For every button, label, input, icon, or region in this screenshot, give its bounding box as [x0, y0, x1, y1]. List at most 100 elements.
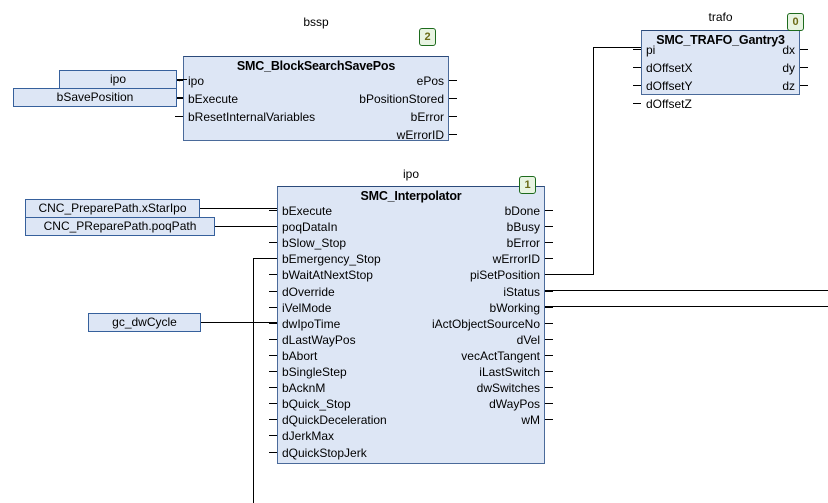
input-pin-bssp-ipo[interactable]: ipo	[188, 74, 205, 88]
output-pin-ipo-ilastswitch[interactable]: iLastSwitch	[479, 365, 540, 379]
input-pin-ipo-babort[interactable]: bAbort	[282, 348, 318, 363]
connection-wire	[269, 242, 277, 243]
output-pin-bssp-berror[interactable]: bError	[410, 110, 444, 124]
output-pin-ipo-dwswitches[interactable]: dwSwitches	[476, 381, 540, 396]
connection-wire	[449, 80, 457, 81]
connection-wire	[269, 274, 277, 275]
connection-wire	[177, 79, 183, 80]
connection-wire	[449, 116, 457, 117]
output-pin-ipo-vecacttangent[interactable]: vecActTangent	[461, 348, 540, 363]
connection-wire	[545, 291, 553, 292]
input-pin-trafo-doffsety[interactable]: dOffsetY	[646, 79, 693, 93]
output-pin-ipo-werrorid[interactable]: wErrorID	[492, 252, 540, 267]
connection-wire	[269, 210, 277, 211]
variable-box-ipo[interactable]: ipo	[59, 70, 177, 89]
input-pin-ipo-backnm[interactable]: bAcknM	[282, 381, 326, 396]
input-pin-ipo-dwipotime[interactable]: dwIpoTime	[282, 316, 341, 331]
connection-wire	[545, 226, 553, 227]
output-pin-bssp-werrorid[interactable]: wErrorID	[396, 128, 444, 142]
input-pin-ipo-bslow_stop[interactable]: bSlow_Stop	[282, 236, 347, 251]
connection-wire	[545, 419, 553, 420]
output-pin-bssp-epos[interactable]: ePos	[416, 74, 444, 88]
output-pin-trafo-dz[interactable]: dz	[782, 79, 795, 93]
output-pin-ipo-istatus[interactable]: iStatus	[503, 284, 540, 299]
connection-wire	[269, 291, 277, 292]
connection-wire	[269, 323, 277, 324]
input-pin-bssp-bresetinternalvariables[interactable]: bResetInternalVariables	[188, 110, 316, 124]
input-pin-ipo-dquickstopjerk[interactable]: dQuickStopJerk	[282, 445, 367, 460]
connection-wire	[269, 403, 277, 404]
connection-wire	[593, 47, 594, 275]
output-pin-ipo-berror[interactable]: bError	[506, 236, 540, 251]
connection-wire	[800, 67, 808, 68]
output-pin-ipo-iactobjectsourceno[interactable]: iActObjectSourceNo	[431, 316, 540, 331]
connection-wire	[633, 49, 641, 50]
connection-wire	[269, 355, 277, 356]
connection-wire	[269, 307, 277, 308]
input-pin-ipo-dquickdeceleration[interactable]: dQuickDeceleration	[282, 413, 387, 428]
connection-wire	[269, 339, 277, 340]
variable-box-bsaveposition[interactable]: bSavePosition	[13, 88, 177, 107]
block-instance-name-trafo: trafo	[708, 10, 733, 24]
connection-wire	[545, 210, 553, 211]
variable-box-gcdwcycle[interactable]: gc_dwCycle	[88, 313, 201, 332]
connection-wire	[545, 371, 553, 372]
input-pin-trafo-doffsetx[interactable]: dOffsetX	[646, 61, 693, 75]
execution-order-badge-ipo[interactable]: 1	[519, 176, 536, 194]
connection-wire	[269, 371, 277, 372]
connection-wire	[449, 134, 457, 135]
input-pin-ipo-bexecute[interactable]: bExecute	[282, 204, 333, 218]
output-pin-ipo-bdone[interactable]: bDone	[504, 204, 540, 218]
connection-wire	[545, 339, 553, 340]
connection-wire	[800, 85, 808, 86]
input-pin-ipo-bemergency_stop[interactable]: bEmergency_Stop	[282, 252, 381, 267]
output-pin-trafo-dy[interactable]: dy	[782, 61, 795, 75]
output-pin-ipo-bworking[interactable]: bWorking	[489, 300, 540, 315]
output-pin-bssp-bpositionstored[interactable]: bPositionStored	[359, 92, 444, 106]
connection-wire	[633, 67, 641, 68]
connection-wire	[175, 116, 183, 117]
input-pin-ipo-dlastwaypos[interactable]: dLastWayPos	[282, 332, 356, 347]
execution-order-badge-trafo[interactable]: 0	[787, 13, 804, 31]
connection-wire	[633, 103, 641, 104]
connection-wire	[545, 387, 553, 388]
connection-wire	[269, 452, 277, 453]
connection-wire	[175, 80, 183, 81]
block-type-name-bssp: SMC_BlockSearchSavePos	[236, 59, 396, 73]
input-pin-ipo-doverride[interactable]: dOverride	[282, 284, 335, 299]
block-instance-name-bssp: bssp	[303, 15, 329, 29]
connection-wire	[545, 290, 828, 291]
connection-wire	[253, 258, 277, 259]
connection-wire	[449, 98, 457, 99]
connection-wire	[545, 307, 553, 308]
input-pin-ipo-ivelmode[interactable]: iVelMode	[282, 300, 332, 315]
output-pin-trafo-dx[interactable]: dx	[782, 43, 795, 57]
block-type-name-ipo: SMC_Interpolator	[360, 189, 462, 203]
connection-wire	[633, 85, 641, 86]
input-pin-ipo-poqdatain[interactable]: poqDataIn	[282, 220, 338, 235]
input-pin-trafo-doffsetz[interactable]: dOffsetZ	[646, 97, 692, 111]
output-pin-ipo-dwaypos[interactable]: dWayPos	[489, 397, 540, 412]
input-pin-ipo-bwaitatnextstop[interactable]: bWaitAtNextStop	[282, 268, 373, 283]
connection-wire	[215, 226, 277, 227]
output-pin-ipo-dvel[interactable]: dVel	[516, 332, 540, 347]
output-pin-ipo-pisetposition[interactable]: piSetPosition	[469, 268, 540, 283]
input-pin-trafo-pi[interactable]: pi	[646, 43, 656, 57]
output-pin-ipo-bbusy[interactable]: bBusy	[506, 220, 540, 235]
execution-order-badge-bssp[interactable]: 2	[419, 28, 436, 46]
input-pin-ipo-djerkmax[interactable]: dJerkMax	[282, 429, 335, 444]
connection-wire	[545, 323, 553, 324]
variable-box-xstaripo[interactable]: CNC_PreparePath.xStarIpo	[25, 199, 200, 218]
connection-wire	[269, 419, 277, 420]
connection-wire	[200, 208, 277, 209]
output-pin-ipo-wm[interactable]: wM	[521, 413, 540, 428]
connection-wire	[177, 97, 183, 98]
input-pin-ipo-bquick_stop[interactable]: bQuick_Stop	[282, 397, 351, 412]
input-pin-ipo-bsinglestep[interactable]: bSingleStep	[282, 365, 347, 379]
input-pin-bssp-bexecute[interactable]: bExecute	[188, 92, 239, 106]
variable-box-poqpath[interactable]: CNC_PReparePath.poqPath	[25, 217, 215, 236]
